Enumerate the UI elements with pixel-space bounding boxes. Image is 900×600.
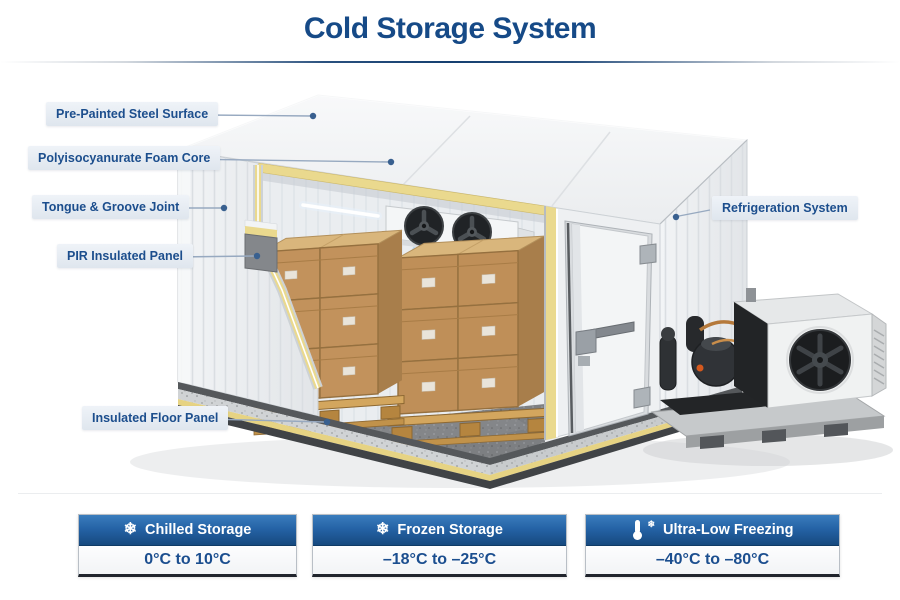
- leader-dot: [253, 252, 261, 260]
- label-refrigeration-system: Refrigeration System: [712, 196, 858, 220]
- vent-grille: [871, 313, 887, 397]
- card-temp-range: –18°C to –25°C: [313, 546, 566, 574]
- insulated-floor-slab: [178, 382, 742, 489]
- label-polyisocyanurate-foam-core: Polyisocyanurate Foam Core: [28, 146, 221, 170]
- label-tongue-groove-joint: Tongue & Groove Joint: [32, 195, 190, 219]
- leader-line: [678, 209, 711, 217]
- snowflake-icon: ❄: [123, 521, 138, 538]
- snowflake-icon: ❄: [376, 521, 390, 538]
- door-hinge: [633, 386, 651, 409]
- thermometer-icon: [633, 520, 643, 540]
- condenser-fan: [786, 326, 854, 394]
- leader-dot: [220, 204, 228, 212]
- pir-panel-block: [244, 219, 278, 273]
- leader-dot: [387, 158, 395, 166]
- leader-dot: [672, 213, 680, 221]
- card-temp-range: –40°C to –80°C: [586, 546, 839, 574]
- card-title: Chilled Storage: [145, 522, 252, 538]
- insulated-door: [564, 220, 657, 437]
- leader-dot: [309, 112, 317, 120]
- snowflake-icon: ❄: [647, 518, 656, 529]
- label-insulated-floor-panel: Insulated Floor Panel: [82, 406, 229, 430]
- card-header: ❄ Chilled Storage: [79, 515, 296, 546]
- condensing-unit: [650, 288, 887, 449]
- card-title: Ultra-Low Freezing: [663, 522, 794, 538]
- evaporator-fan: [404, 206, 444, 246]
- condenser-housing: [732, 288, 887, 409]
- title-divider: [0, 61, 900, 63]
- card-header: ❄ Ultra-Low Freezing: [586, 515, 839, 546]
- card-header: ❄ Frozen Storage: [313, 515, 566, 546]
- page-title: Cold Storage System: [303, 12, 597, 45]
- chilled-storage-card: ❄ Chilled Storage 0°C to 10°C: [78, 514, 297, 577]
- leader-line: [204, 114, 312, 117]
- door-hinge: [639, 243, 657, 265]
- bottom-divider: [18, 493, 882, 494]
- frozen-storage-card: ❄ Frozen Storage –18°C to –25°C: [312, 514, 567, 577]
- ultra-low-freezing-card: ❄ Ultra-Low Freezing –40°C to –80°C: [585, 514, 840, 577]
- label-pir-insulated-panel: PIR Insulated Panel: [57, 244, 194, 268]
- door-handle: [575, 321, 635, 366]
- card-temp-range: 0°C to 10°C: [79, 546, 296, 574]
- label-pre-painted-steel-surface: Pre-Painted Steel Surface: [46, 102, 219, 126]
- leader-dot: [323, 418, 331, 426]
- plastic-pallet: [650, 393, 886, 449]
- leader-dots: [220, 112, 680, 426]
- compressor-assembly: [659, 316, 777, 391]
- cargo-stack: [397, 235, 545, 415]
- led-light-strip: [299, 201, 382, 220]
- card-title: Frozen Storage: [397, 522, 503, 538]
